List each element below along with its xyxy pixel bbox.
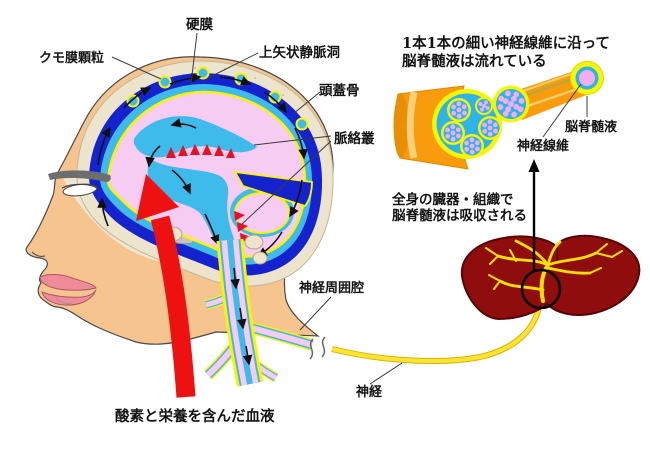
caption-absorb-line2: 脳脊髄液は吸収される xyxy=(392,207,527,224)
leader-dura xyxy=(190,32,198,85)
upper-lip xyxy=(39,274,97,291)
leader-perineural xyxy=(299,296,332,331)
choroid-plexus-lateral xyxy=(166,144,235,158)
central-canal xyxy=(227,239,253,385)
leader-plexus-b xyxy=(241,140,332,225)
nerve-fiber-dots xyxy=(445,90,525,155)
caption-absorb-line1: 全身の臓器・組織で xyxy=(391,191,514,208)
label-arachnoid-granulation: クモ膜顆粒 xyxy=(39,50,104,66)
magnify-circle xyxy=(520,268,562,310)
caption-flow-line1: 1本1本の細い神経線維に沿って xyxy=(402,34,610,52)
nostril-line xyxy=(31,251,46,257)
nerve-trunk-cap xyxy=(393,94,409,158)
label-superior-sagittal-sinus: 上矢状静脈洞 xyxy=(259,44,340,61)
leader-skull xyxy=(292,91,321,115)
leader-nerve xyxy=(369,362,403,385)
leader-granulation xyxy=(111,56,162,80)
single-fiber xyxy=(570,61,604,95)
artery-arrow xyxy=(136,174,196,398)
brow-ridge xyxy=(48,170,111,182)
leader-lines xyxy=(111,32,588,385)
spinal-flow-arrows xyxy=(230,267,253,366)
liver-nerve-tree xyxy=(485,239,623,303)
label-dura-mater: 硬膜 xyxy=(186,16,213,33)
label-nerve-fiber: 神経線維 xyxy=(517,138,569,154)
label-oxygen-blood: 酸素と栄養を含んだ血液 xyxy=(115,407,275,425)
leader-nerve-fiber xyxy=(542,83,582,138)
head-cross-section xyxy=(25,56,334,398)
label-nerve: 神経 xyxy=(356,384,383,400)
caption-flow-line2: 脳脊髄液は流れている xyxy=(402,52,547,70)
leader-plexus-a xyxy=(253,135,332,146)
magnify-callout-arrow xyxy=(528,159,540,271)
label-perineural-space: 神経周囲腔 xyxy=(299,280,364,296)
label-skull: 頭蓋骨 xyxy=(319,82,360,99)
nerve-break-marks xyxy=(309,336,326,360)
label-csf: 脳脊髄液 xyxy=(565,119,617,135)
nerve-cord-core xyxy=(331,301,542,363)
lower-lip xyxy=(41,289,97,306)
eyelid-line xyxy=(61,183,99,190)
liver-diagram xyxy=(331,159,641,364)
spinal-column xyxy=(203,238,314,387)
lateral-ventricle xyxy=(133,116,257,158)
nerve-bundle-diagram xyxy=(393,61,604,170)
arachnoid-granulations xyxy=(126,66,309,131)
leader-sinus xyxy=(207,52,259,79)
label-choroid-plexus: 脈絡叢 xyxy=(334,130,375,147)
trunk-highlight xyxy=(406,91,418,159)
text-labels: 硬膜 クモ膜顆粒 上矢状静脈洞 頭蓋骨 脈絡叢 神経周囲腔 酸素と栄養を含んだ血… xyxy=(39,16,617,425)
chin-crease xyxy=(55,297,73,305)
tentorium xyxy=(233,170,313,208)
